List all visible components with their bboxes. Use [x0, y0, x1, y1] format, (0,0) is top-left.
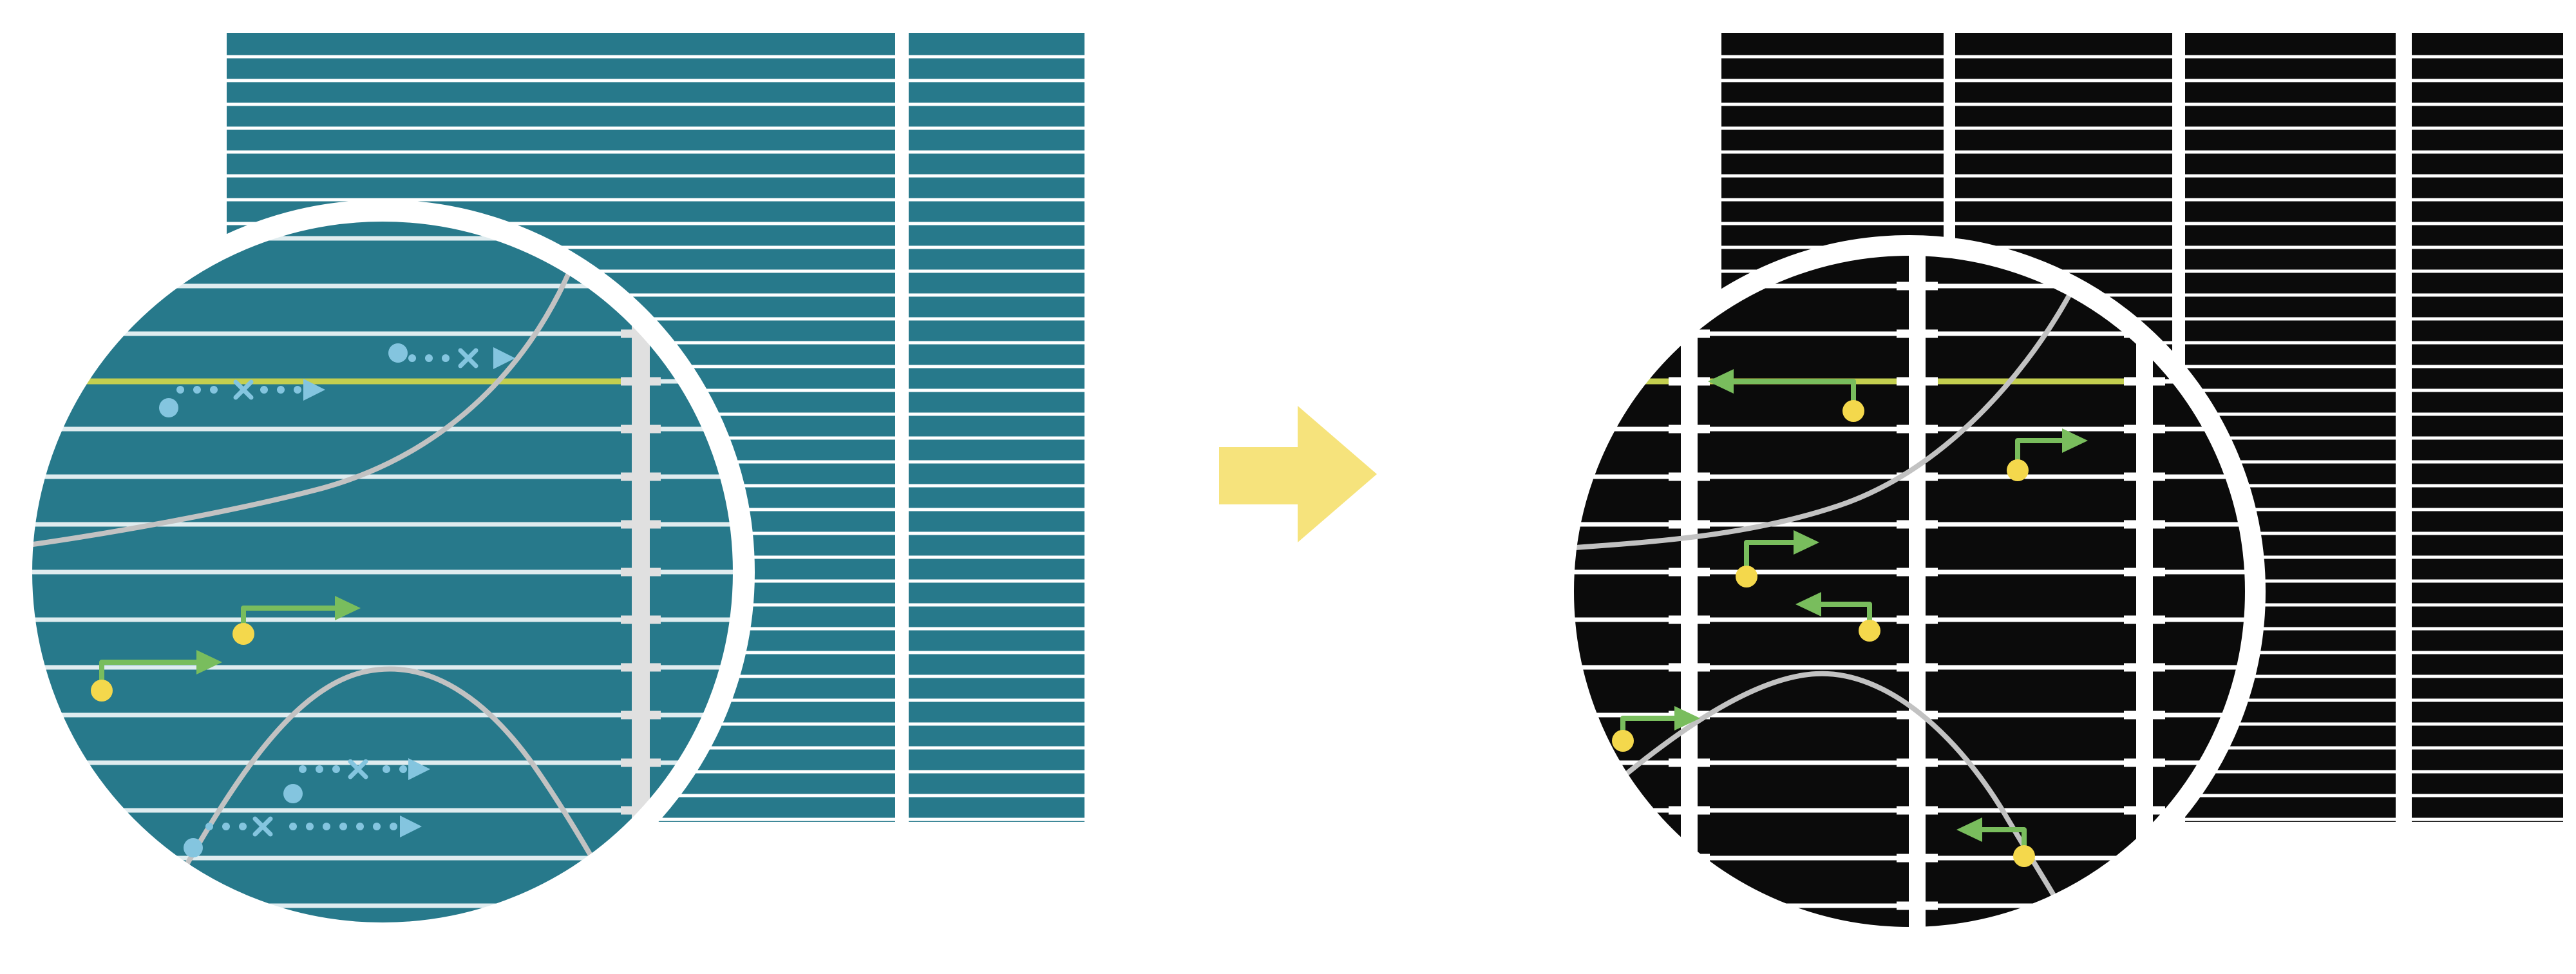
- electron-trace-dot: [316, 765, 323, 773]
- electron-trace-dot: [306, 823, 314, 830]
- electron-trace-dot: [260, 386, 268, 394]
- busbar: [2136, 255, 2153, 928]
- electron-trace-dot: [294, 386, 301, 394]
- carrier-dot: [232, 623, 254, 645]
- electron-trace-dot: [277, 386, 285, 394]
- electron-trace-dot: [383, 765, 390, 773]
- electron-trace-dot: [239, 823, 247, 830]
- transform-arrow-shape: [1219, 406, 1377, 542]
- left-magnifier-ring: [10, 200, 755, 944]
- electron-trace-dot: [442, 354, 450, 362]
- carrier-dot: [1859, 620, 1880, 642]
- electron-dot: [184, 838, 203, 857]
- loss-cross-icon: [233, 379, 254, 400]
- carrier-arrowhead-icon: [196, 650, 222, 674]
- electron-trace-dot: [332, 765, 340, 773]
- busbar-tick: [1669, 901, 1710, 910]
- carrier-path: [2015, 438, 2067, 463]
- carrier-arrowhead-icon: [1708, 369, 1734, 394]
- electron-trace-dot: [210, 386, 218, 394]
- busbar: [1681, 255, 1698, 928]
- electron-trace-dot: [176, 386, 184, 394]
- electron-trace-dot: [373, 823, 381, 830]
- electron-arrowhead-icon: [408, 758, 430, 780]
- left-carrier-collection-arrows: [91, 596, 361, 702]
- carrier-path: [1620, 716, 1680, 733]
- electron-trace-dot: [222, 823, 230, 830]
- carrier-path: [1728, 379, 1856, 403]
- electron-trace-dot: [299, 765, 307, 773]
- carrier-path: [1816, 602, 1872, 623]
- left-electron-loss-paths: [159, 343, 515, 857]
- right-cell-column-4: [2412, 33, 2563, 822]
- carrier-path: [241, 606, 340, 626]
- electron-trace-dot: [339, 823, 347, 830]
- busbar-tick: [2124, 901, 2165, 910]
- carrier-dot: [2013, 845, 2035, 867]
- carrier-arrowhead-icon: [335, 596, 361, 620]
- electron-trace-dot: [390, 823, 397, 830]
- electron-trace-dot: [323, 823, 330, 830]
- grain-boundary-line: [136, 666, 624, 923]
- carrier-dot: [1736, 566, 1757, 587]
- electron-dot: [388, 343, 408, 363]
- left-cell-column-2: [909, 33, 1084, 822]
- carrier-arrowhead-icon: [1795, 592, 1821, 616]
- carrier-path: [99, 660, 202, 683]
- electron-trace-dot: [425, 354, 433, 362]
- carrier-arrowhead-icon: [1794, 530, 1819, 555]
- electron-trace-dot: [356, 823, 364, 830]
- right-carrier-collection-arrows: [1612, 369, 2088, 867]
- electron-trace-dot: [193, 386, 201, 394]
- electron-arrowhead-icon: [303, 379, 325, 401]
- electron-dot: [283, 784, 303, 803]
- carrier-dot: [91, 680, 113, 702]
- loss-cross-icon: [252, 816, 273, 837]
- loss-cross-icon: [458, 348, 478, 368]
- electron-arrowhead-icon: [493, 347, 515, 369]
- transform-arrow: [1219, 406, 1377, 542]
- carrier-dot: [2007, 459, 2029, 481]
- carrier-dot: [1612, 730, 1634, 752]
- right-magnifier-ring: [1553, 235, 2266, 948]
- carrier-path: [1977, 827, 2027, 848]
- electron-dot: [159, 398, 178, 417]
- electron-trace-dot: [289, 823, 297, 830]
- carrier-arrowhead-icon: [2062, 428, 2088, 453]
- electron-arrowhead-icon: [400, 816, 422, 837]
- left-grain-boundaries: [32, 221, 624, 923]
- carrier-arrowhead-icon: [1956, 817, 1982, 842]
- carrier-dot: [1842, 400, 1864, 422]
- grain-boundary-line: [1573, 291, 2073, 551]
- electron-trace-dot: [205, 823, 213, 830]
- electron-trace-dot: [408, 354, 416, 362]
- carrier-path: [1744, 540, 1799, 569]
- loss-cross-icon: [348, 759, 368, 779]
- busbar: [1909, 255, 1926, 928]
- busbar-tick: [1669, 282, 1710, 291]
- busbar-tick: [621, 854, 661, 863]
- right-magnifier: [1553, 235, 2266, 948]
- left-magnifier: [10, 200, 755, 944]
- grain-boundary-line: [32, 221, 595, 549]
- carrier-arrowhead-icon: [1674, 706, 1700, 730]
- electron-trace-dot: [399, 765, 407, 773]
- busbar-tick: [621, 901, 661, 910]
